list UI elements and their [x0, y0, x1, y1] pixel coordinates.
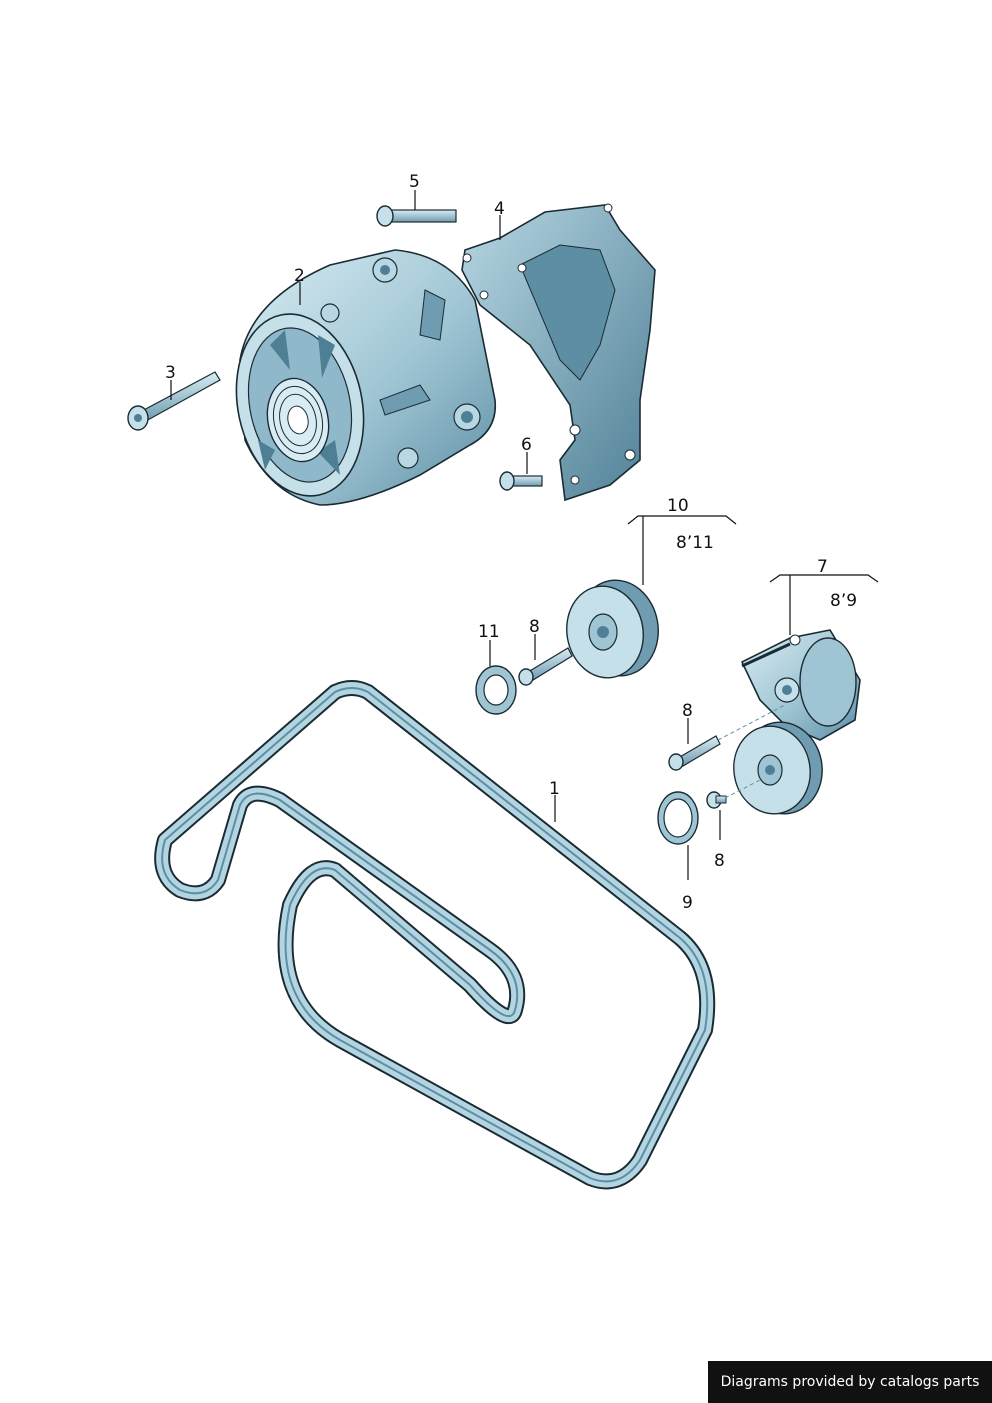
tensioner-pulley [733, 721, 823, 815]
callout-7-sub: 8’9 [830, 591, 857, 611]
callout-8-small: 8 [714, 851, 725, 871]
bolt-long [127, 371, 221, 431]
callout-4: 4 [494, 199, 505, 219]
callout-7: 7 [817, 557, 828, 577]
callout-1: 1 [549, 779, 560, 799]
mounting-bracket [461, 203, 656, 502]
washer-upper [475, 665, 517, 715]
idler-pulley [566, 579, 659, 679]
footer-credit-badge: Diagrams provided by catalogs parts [708, 1361, 992, 1403]
callout-2: 2 [294, 266, 305, 286]
alternator [235, 249, 497, 506]
callout-6: 6 [521, 435, 532, 455]
callout-5: 5 [409, 172, 420, 192]
callouts: 1 2 3 4 5 6 7 8’9 10 8’11 11 8 8 8 9 [165, 172, 857, 913]
assembly-guides [717, 704, 786, 799]
bolt-short [499, 471, 543, 491]
footer-credit-text: Diagrams provided by catalogs parts [720, 1374, 980, 1390]
bolt-pulley [518, 647, 573, 686]
bolt-tensioner [668, 735, 721, 771]
callout-10: 10 [667, 496, 689, 516]
callout-9: 9 [682, 893, 693, 913]
belt-tensioner [740, 629, 861, 741]
bolt-top [376, 205, 457, 227]
callout-11: 11 [478, 622, 500, 642]
callout-3: 3 [165, 363, 176, 383]
callout-8-tensioner: 8 [682, 701, 693, 721]
leader-lines [170, 190, 879, 880]
bolt-small [706, 791, 727, 809]
callout-8-pulley: 8 [529, 617, 540, 637]
washer-lower [657, 791, 699, 845]
ribbed-belt [154, 680, 716, 1190]
callout-10-sub: 8’11 [676, 533, 714, 553]
